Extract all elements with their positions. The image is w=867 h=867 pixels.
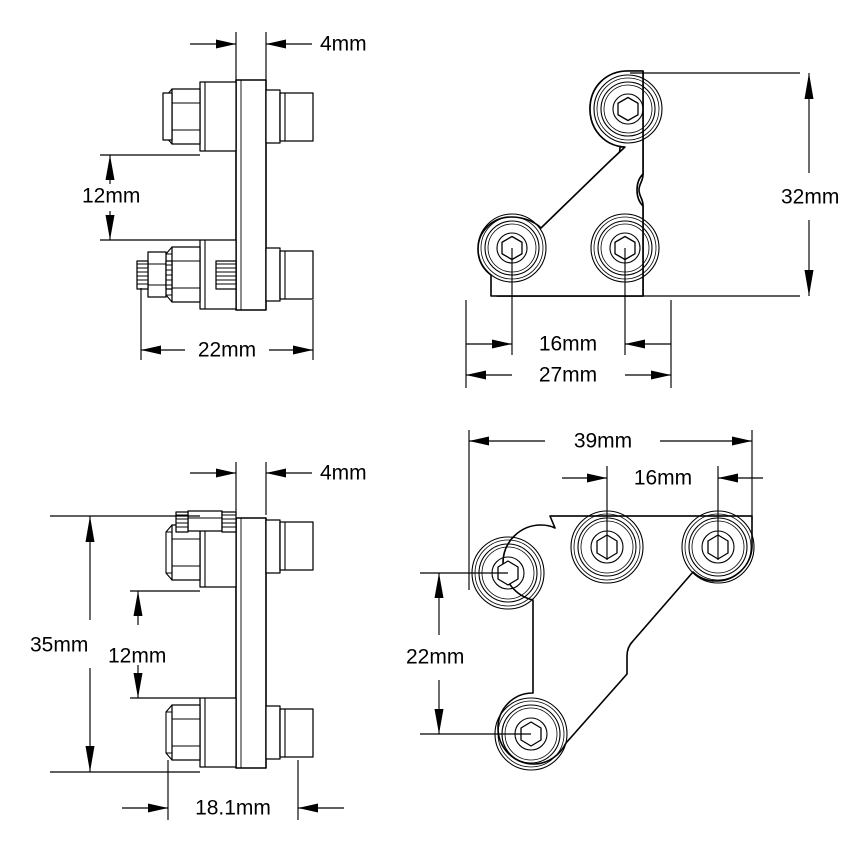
view-top-left: 4mm (82, 32, 367, 362)
dimension-label-16mm-bottom: 16mm (634, 467, 692, 490)
fastener-stack-upper-left-bottom (165, 510, 314, 588)
arrow-head (469, 436, 489, 446)
dimension-label-35mm: 35mm (30, 634, 88, 657)
arrow-head (133, 673, 143, 698)
dimension-label-18-1mm: 18.1mm (195, 797, 271, 820)
dimension-label-4mm: 4mm (320, 33, 367, 56)
hex-socket-icon (617, 96, 639, 122)
arrow-head (732, 436, 752, 446)
arrow-head (651, 370, 671, 380)
arrow-head (492, 339, 512, 349)
dimension-label-12mm: 12mm (82, 185, 140, 208)
arrow-head (266, 39, 286, 49)
arrow-head (105, 155, 115, 180)
view-bottom-right: 39mm 16mm 22mm (406, 430, 763, 771)
arrow-head (105, 215, 115, 240)
dimension-18-1mm-bottom-left: 18.1mm (122, 760, 344, 820)
dimension-label-22mm-bottom: 22mm (406, 646, 464, 669)
bracket-plate-edge-top-left (235, 79, 267, 311)
arrow-head (133, 591, 143, 616)
arrow-head (293, 345, 313, 355)
arrow-head (141, 345, 161, 355)
bracket-silhouette-top-right (477, 70, 644, 297)
dimension-label-16mm: 16mm (539, 333, 597, 356)
arrow-head (216, 39, 236, 49)
dimension-27mm-top-right: 27mm (465, 300, 672, 388)
dimension-22mm-top-left: 22mm (140, 288, 314, 362)
bracket-plate-edge-bottom-left (235, 517, 267, 769)
bolt-hole-top (593, 74, 663, 144)
dimension-4mm-top-left: 4mm (190, 32, 367, 80)
arrow-head (434, 573, 444, 598)
dimension-39mm-bottom-right: 39mm (468, 430, 753, 590)
fastener-stack-lower-left (136, 239, 314, 310)
fastener-stack-upper-left (162, 81, 314, 152)
dimension-32mm-top-right: 32mm (781, 73, 839, 296)
dimension-12mm-top-left: 12mm (82, 154, 200, 241)
dimension-label-12mm-bottom: 12mm (108, 645, 166, 668)
arrow-head (804, 73, 814, 99)
dimension-12mm-bottom-left: 12mm (108, 590, 200, 699)
fastener-stack-lower-left-bottom (165, 697, 314, 768)
dimension-label-22mm: 22mm (198, 339, 256, 362)
arrow-head (587, 473, 607, 483)
view-top-right: 32mm 16mm 27mm (465, 70, 839, 388)
arrow-head (434, 709, 444, 734)
arrow-head (266, 468, 286, 478)
dimension-label-4mm-bottom: 4mm (320, 462, 367, 485)
dimension-4mm-bottom-left: 4mm (190, 462, 367, 515)
dimension-35mm-bottom-left: 35mm (30, 515, 200, 773)
dimension-label-39mm: 39mm (574, 430, 632, 453)
dimension-22mm-bottom-right: 22mm (406, 572, 531, 735)
dimension-label-27mm: 27mm (539, 364, 597, 387)
arrow-head (804, 270, 814, 296)
arrow-head (298, 803, 318, 813)
arrow-head (148, 803, 168, 813)
arrow-head (85, 746, 95, 772)
view-bottom-left: 4mm (30, 462, 367, 820)
arrow-head (466, 370, 486, 380)
dimension-label-32mm: 32mm (781, 186, 839, 209)
arrow-head (625, 339, 645, 349)
dimension-16mm-bottom-right: 16mm (562, 466, 763, 560)
arrow-head (718, 473, 738, 483)
arrow-head (85, 516, 95, 542)
arrow-head (216, 468, 236, 478)
dimension-16mm-top-right: 16mm (466, 248, 671, 356)
